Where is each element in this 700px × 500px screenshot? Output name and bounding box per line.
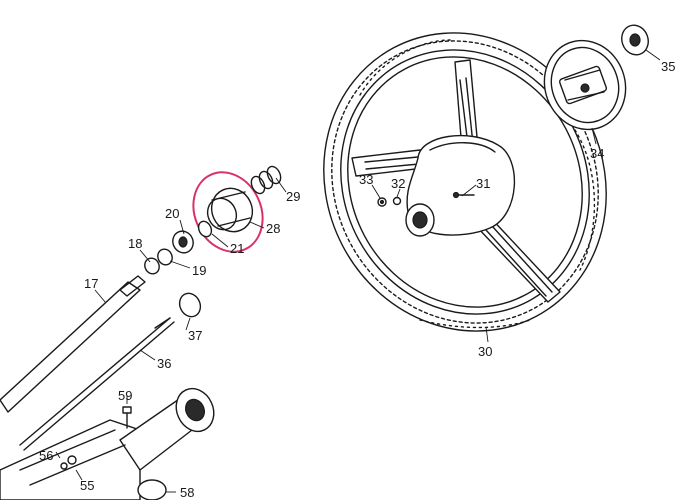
callout-59: 59 xyxy=(118,388,132,403)
ring-18 xyxy=(144,257,160,275)
callout-56: 56 xyxy=(39,448,53,463)
spring-29 xyxy=(250,165,282,195)
callout-31: 31 xyxy=(476,176,490,191)
washer-21 xyxy=(197,220,213,238)
highlighted-bush-28 xyxy=(192,171,264,253)
centre-cap xyxy=(621,24,649,56)
callout-labels: 17 18 19 20 21 28 29 30 31 32 33 34 35 3… xyxy=(39,59,675,500)
callout-55: 55 xyxy=(80,478,94,493)
callout-18: 18 xyxy=(128,236,142,251)
washer-19 xyxy=(157,248,173,266)
callout-29: 29 xyxy=(286,189,300,204)
callout-58: 58 xyxy=(180,485,194,500)
column-shaft-17 xyxy=(0,275,146,413)
callout-33: 33 xyxy=(359,172,373,187)
callout-28: 28 xyxy=(266,221,280,236)
control-rod-36-37 xyxy=(19,292,202,451)
horn-push xyxy=(543,39,627,131)
callout-19: 19 xyxy=(192,263,206,278)
callout-20: 20 xyxy=(165,206,179,221)
nut-20 xyxy=(172,230,194,254)
callout-34: 34 xyxy=(590,146,604,161)
steering-wheel xyxy=(323,32,607,332)
callout-32: 32 xyxy=(391,176,405,191)
callout-37: 37 xyxy=(188,328,202,343)
column-housing xyxy=(0,387,215,500)
callout-36: 36 xyxy=(157,356,171,371)
callout-17: 17 xyxy=(84,276,98,291)
callout-30: 30 xyxy=(478,344,492,359)
callout-35: 35 xyxy=(661,59,675,74)
callout-21: 21 xyxy=(230,241,244,256)
leader-lines xyxy=(55,49,661,493)
